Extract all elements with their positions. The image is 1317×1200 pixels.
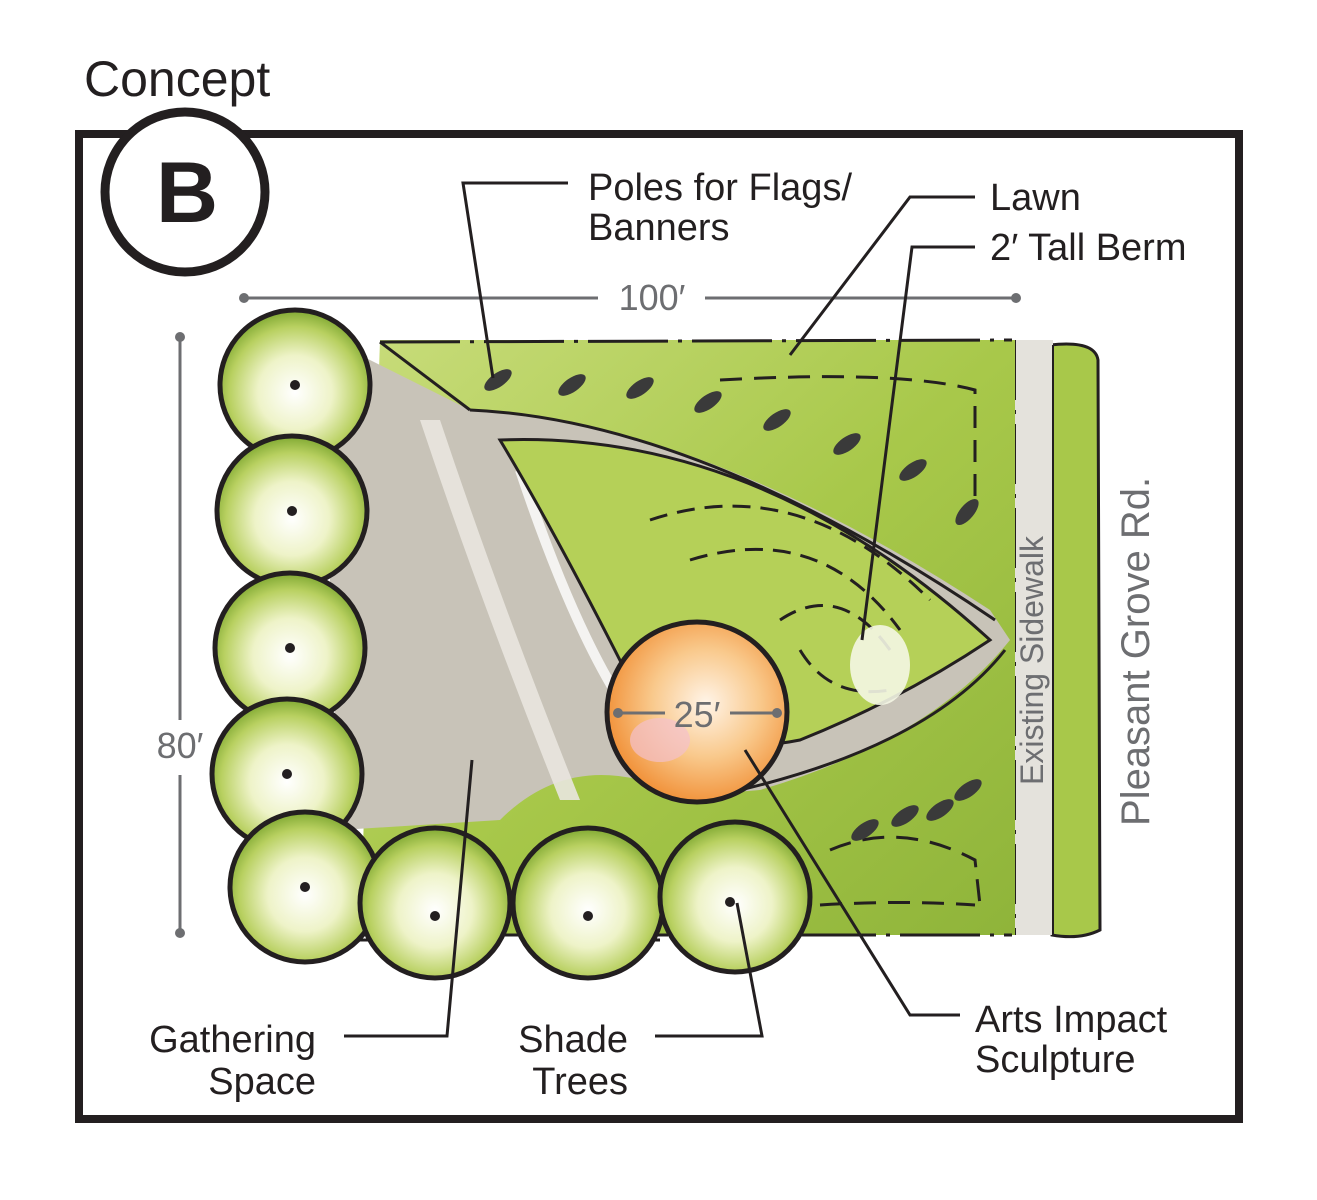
flag-pole-icon (955, 498, 979, 526)
sculpture-dimension: 25′ (613, 694, 782, 735)
concept-title: Concept (84, 51, 270, 107)
height-dimension: 80′ (157, 332, 204, 938)
height-label: 80′ (157, 725, 204, 766)
flag-pole-icon (954, 779, 982, 801)
gathering-label-line2: Space (208, 1061, 316, 1103)
lawn-label: Lawn (990, 177, 1081, 219)
road-edge-strip (1048, 342, 1102, 939)
flag-pole-icon (626, 377, 654, 399)
flag-pole-icon (558, 374, 586, 396)
badge-letter: B (156, 145, 218, 241)
flag-pole-icon (926, 799, 954, 821)
arts-label-line1: Arts Impact (975, 999, 1168, 1041)
existing-sidewalk-label: Existing Sidewalk (1014, 535, 1050, 785)
flag-pole-icon (484, 369, 512, 391)
berm-label: 2′ Tall Berm (990, 227, 1187, 269)
frame-border (75, 130, 1243, 1123)
road-label: Pleasant Grove Rd. (1114, 477, 1158, 826)
poles-label-line2: Banners (588, 207, 730, 249)
flag-pole-icon (891, 805, 919, 827)
tree-trunk-dots (282, 380, 735, 921)
flag-pole-icon (899, 459, 927, 481)
shade-label-line2: Trees (532, 1061, 628, 1103)
flag-pole-icon (833, 433, 861, 455)
shade-tree (510, 825, 666, 981)
flag-poles (484, 369, 982, 841)
leader-lines (344, 181, 975, 1038)
width-label: 100′ (619, 277, 686, 318)
shade-label-line1: Shade (518, 1019, 628, 1061)
shade-tree (357, 825, 513, 981)
width-dimension: 100′ (239, 277, 1021, 318)
sculpture-diameter-label: 25′ (674, 694, 721, 735)
shade-trees (209, 307, 813, 981)
poles-label-line1: Poles for Flags/ (588, 167, 852, 209)
existing-sidewalk (1015, 340, 1053, 935)
flag-pole-icon (694, 391, 722, 413)
shade-tree (657, 819, 813, 975)
flag-pole-icon (763, 409, 791, 431)
arts-label-line2: Sculpture (975, 1039, 1136, 1081)
gathering-label-line1: Gathering (149, 1019, 316, 1061)
flag-pole-icon (851, 819, 879, 841)
concept-badge: B (100, 107, 270, 277)
